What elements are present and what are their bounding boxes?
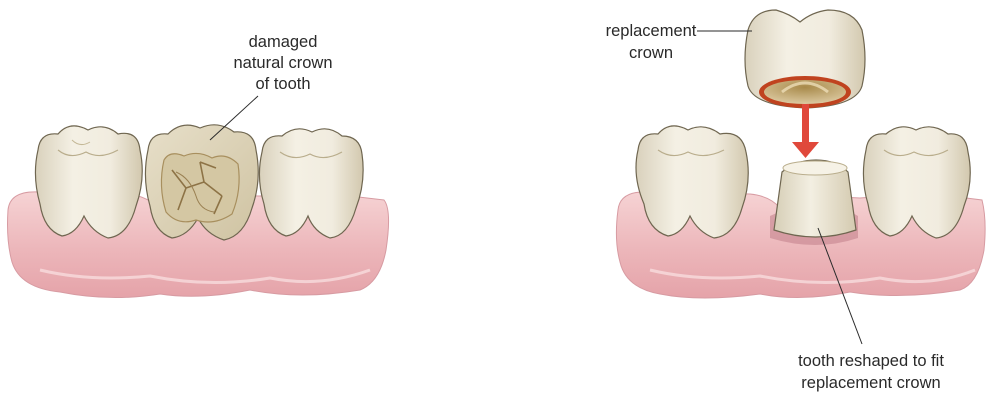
replacement-crown-label: replacement crown xyxy=(606,22,697,62)
replacement-label-line-2: crown xyxy=(629,44,673,62)
left-molar-3 xyxy=(259,129,363,238)
right-molar-3 xyxy=(863,127,970,238)
damaged-label-line-3: of tooth xyxy=(255,75,310,93)
replacement-label-line-1: replacement xyxy=(606,22,697,40)
replacement-crown xyxy=(745,10,865,108)
down-arrow-icon xyxy=(792,104,819,158)
damaged-label-line-1: damaged xyxy=(249,33,318,51)
reshaped-label-line-2: replacement crown xyxy=(801,374,940,392)
damaged-crown-label: damaged natural crown of tooth xyxy=(233,33,332,93)
reshaped-label-line-1: tooth reshaped to fit xyxy=(798,352,944,370)
left-panel xyxy=(8,125,389,298)
damaged-label-line-2: natural crown xyxy=(233,54,332,72)
reshaped-tooth-label: tooth reshaped to fit replacement crown xyxy=(798,352,944,392)
